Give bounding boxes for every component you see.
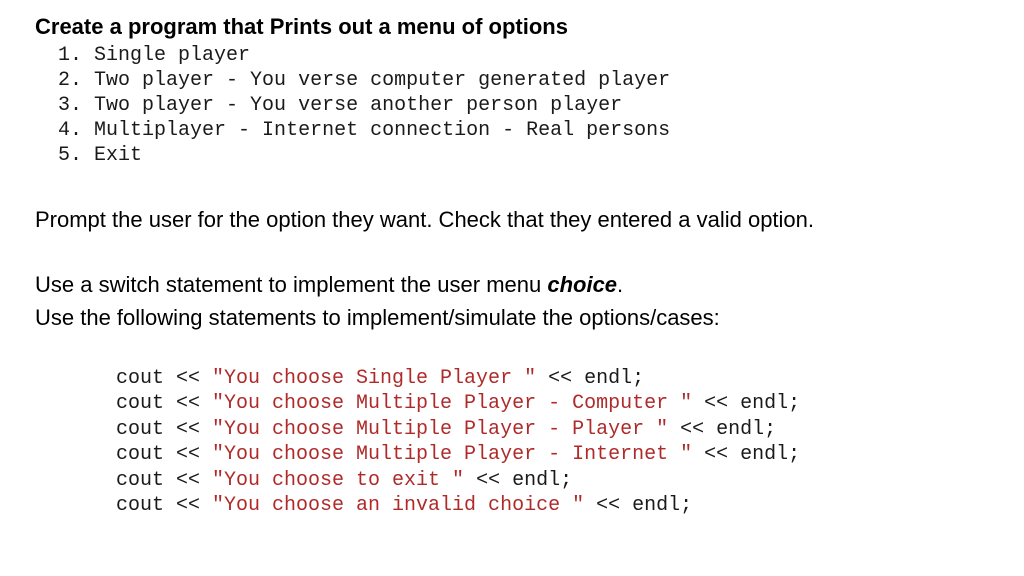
code-line-single-player: cout << "You choose Single Player " << e… [116, 366, 800, 391]
code-suffix: << endl; [584, 493, 693, 517]
menu-option-number: 4. [58, 119, 83, 142]
code-snippet: cout << "You choose Single Player " << e… [116, 366, 800, 518]
assignment-title: Create a program that Prints out a menu … [35, 14, 568, 39]
code-prefix: cout << [116, 392, 213, 416]
switch-instruction-text: Use a switch statement to implement the … [35, 272, 548, 297]
code-line-player: cout << "You choose Multiple Player - Pl… [116, 417, 800, 442]
code-suffix: << endl; [536, 367, 645, 390]
code-suffix: << endl; [692, 443, 801, 467]
code-suffix: << endl; [668, 417, 777, 441]
menu-option-4: 4. Multiplayer - Internet connection - R… [58, 118, 670, 143]
code-prefix: cout << [116, 468, 213, 492]
menu-option-number: 2. [58, 69, 83, 92]
menu-option-number: 3. [58, 94, 83, 117]
code-line-exit: cout << "You choose to exit " << endl; [116, 468, 800, 493]
menu-option-2: 2. Two player - You verse computer gener… [58, 68, 670, 93]
menu-option-text: Multiplayer - Internet connection - Real… [94, 119, 671, 142]
code-string: "You choose Multiple Player - Computer " [212, 392, 693, 416]
menu-option-text: Two player - You verse computer generate… [94, 69, 671, 92]
code-string: "You choose Single Player " [212, 367, 537, 390]
choice-emphasis: choice [547, 272, 618, 297]
menu-option-text: Single player [94, 44, 251, 67]
code-prefix: cout << [116, 493, 213, 517]
code-string: "You choose to exit " [212, 468, 465, 492]
code-suffix: << endl; [464, 468, 573, 492]
switch-instruction: Use a switch statement to implement the … [35, 271, 623, 299]
code-string: "You choose Multiple Player - Player " [212, 417, 669, 441]
statements-instruction: Use the following statements to implemen… [35, 305, 720, 330]
code-prefix: cout << [116, 367, 213, 390]
menu-option-number: 1. [58, 44, 83, 67]
menu-option-text: Two player - You verse another person pl… [94, 94, 623, 117]
menu-option-number: 5. [58, 144, 83, 167]
menu-option-3: 3. Two player - You verse another person… [58, 93, 670, 118]
code-prefix: cout << [116, 443, 213, 467]
code-string: "You choose an invalid choice " [212, 493, 585, 517]
menu-options-list: 1. Single player 2. Two player - You ver… [58, 43, 670, 168]
code-line-computer: cout << "You choose Multiple Player - Co… [116, 391, 800, 416]
switch-instruction-end: . [617, 272, 624, 297]
prompt-instruction: Prompt the user for the option they want… [35, 207, 815, 232]
menu-option-1: 1. Single player [58, 43, 670, 68]
code-line-internet: cout << "You choose Multiple Player - In… [116, 442, 800, 467]
code-string: "You choose Multiple Player - Internet " [212, 443, 693, 467]
code-suffix: << endl; [692, 392, 801, 416]
menu-option-5: 5. Exit [58, 143, 670, 168]
menu-option-text: Exit [94, 144, 143, 167]
code-line-invalid: cout << "You choose an invalid choice " … [116, 493, 800, 518]
code-prefix: cout << [116, 417, 213, 441]
